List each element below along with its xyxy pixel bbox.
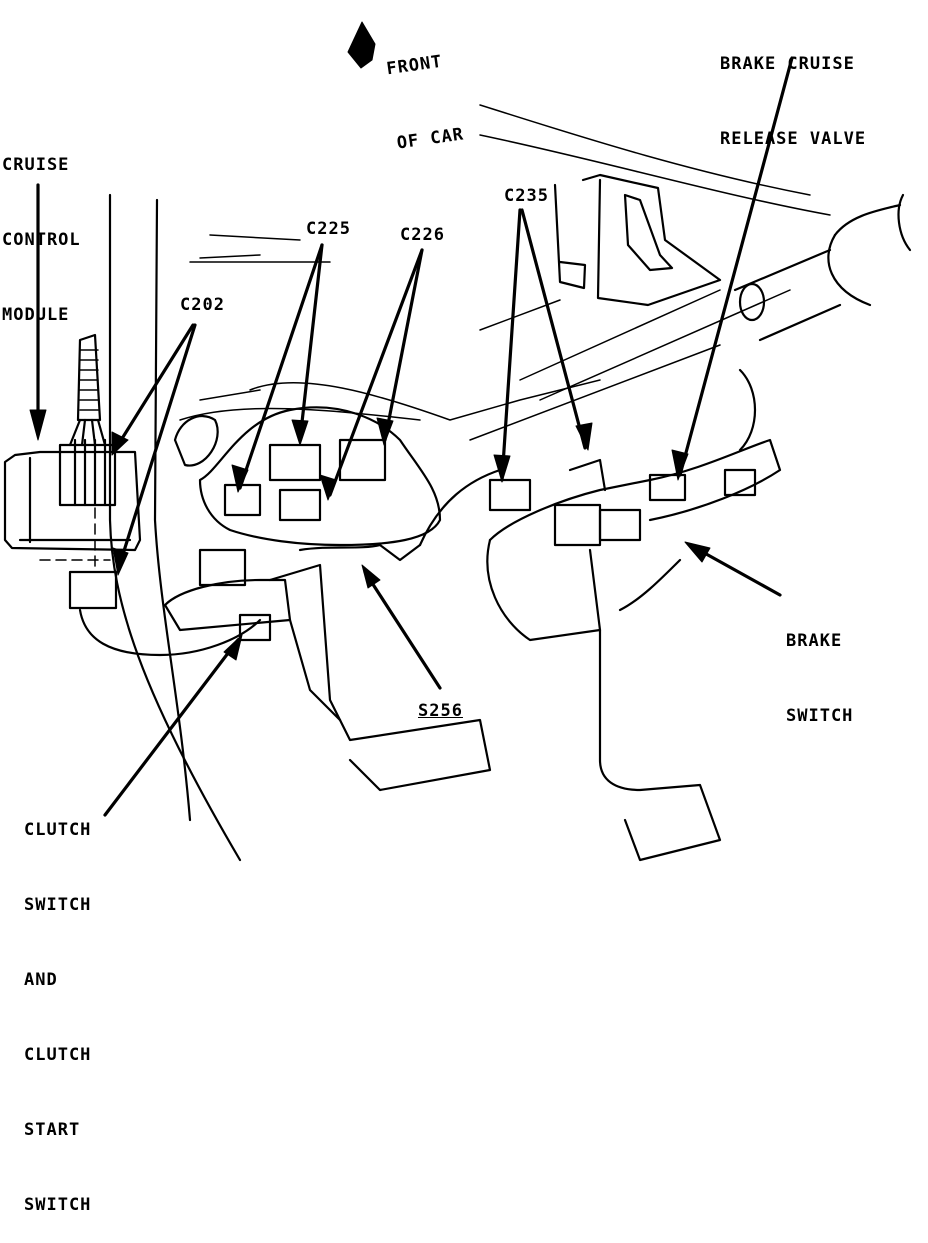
cruise-control-module-label: CRUISE CONTROL MODULE xyxy=(2,103,81,353)
label-line: CLUTCH xyxy=(24,820,92,840)
c202-label: C202 xyxy=(180,295,225,315)
wire-lines xyxy=(108,193,242,862)
c235-label: C235 xyxy=(504,186,549,206)
leader-arrows xyxy=(29,56,794,817)
clutch-switch-label: CLUTCH SWITCH AND CLUTCH START SWITCH xyxy=(24,768,91,1243)
label-line: CRUISE xyxy=(2,155,70,175)
label-line: MODULE xyxy=(2,305,70,325)
diagram-canvas xyxy=(3,21,912,862)
label-line: RELEASE VALVE xyxy=(720,129,867,149)
wiring-harness xyxy=(163,406,502,792)
label-line: FRONT xyxy=(385,51,444,80)
brake-cruise-release-valve-label: BRAKE CRUISE RELEASE VALVE xyxy=(720,2,866,177)
label-line: OF CAR xyxy=(395,124,466,154)
c225-label: C225 xyxy=(306,219,351,239)
label-line: CLUTCH xyxy=(24,1045,92,1065)
label-line: BRAKE CRUISE xyxy=(720,54,855,74)
label-line: SWITCH xyxy=(786,706,854,726)
label-line: START xyxy=(24,1120,81,1140)
label-line: AND xyxy=(24,970,58,990)
label-line: SWITCH xyxy=(24,895,92,915)
label-line: CONTROL xyxy=(2,230,81,250)
brake-assembly xyxy=(486,368,782,862)
c226-label: C226 xyxy=(400,225,445,245)
front-of-car-arrow-icon xyxy=(347,21,376,69)
label-line: SWITCH xyxy=(24,1195,92,1215)
s256-label: S256 xyxy=(418,701,463,721)
label-line: BRAKE xyxy=(786,631,843,651)
cruise-control-module xyxy=(3,333,262,657)
brake-switch-label: BRAKE SWITCH xyxy=(786,579,853,754)
